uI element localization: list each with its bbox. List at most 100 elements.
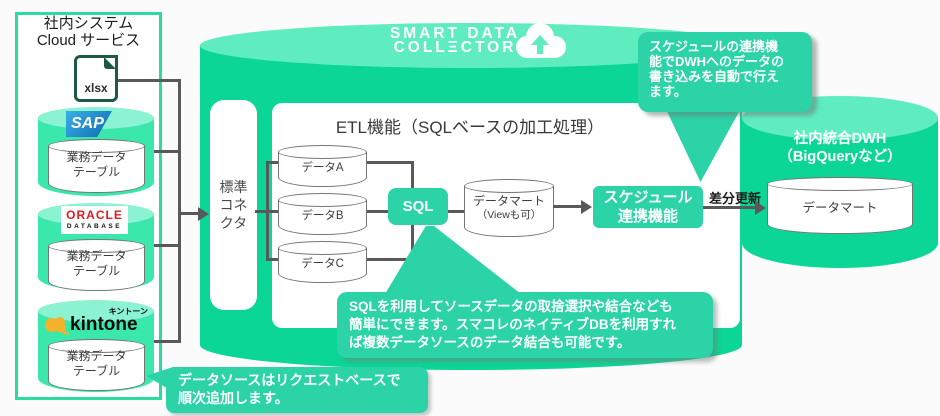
connector-label-line1: 標準	[219, 179, 248, 195]
sap-logo-text: SAP	[71, 115, 104, 132]
sap-connection-line	[150, 150, 180, 153]
callout-schedule-line3: 書き込みを自動で行え	[649, 69, 780, 84]
sap-table-label-line1: 業務データ	[66, 150, 127, 164]
oracle-table-cylinder-top	[48, 239, 145, 253]
callout-sql-line3: ば複数データソースのデータ結合も可能です。	[349, 335, 631, 350]
dwh-datamart-cylinder-shape	[767, 184, 913, 234]
oracle-logo: ORACLE DATABASE	[61, 206, 128, 234]
sql-label: SQL	[402, 198, 434, 215]
source-panel-title: 社内システム Cloud サービス	[15, 15, 162, 49]
flow-line-to-data-c	[266, 258, 282, 261]
feeder-arrow-head	[198, 206, 209, 221]
callout-schedule-line4: ます。	[649, 84, 687, 99]
flow-line-to-data-a	[266, 161, 282, 164]
diff-update-arrow-head	[755, 200, 766, 215]
sap-table-cylinder-top	[48, 139, 145, 153]
schedule-label-line1: スケジュール	[603, 189, 693, 206]
callout-datasource: データソースはリクエストベースで 順次追加します。	[166, 367, 428, 413]
kintone-table-label-line1: 業務データ	[66, 349, 127, 363]
oracle-table-cylinder: 業務データ テーブル	[48, 239, 145, 291]
sap-table-cylinder: 業務データ テーブル	[48, 139, 145, 193]
feeder-arrow-line	[178, 212, 200, 215]
collector-logo: SMART DATA COLLΞCTOR	[370, 25, 540, 56]
schedule-box: スケジュール 連携機能	[593, 186, 703, 228]
flow-line-sql-to-datamart	[447, 210, 465, 213]
data-c-label: データC	[301, 258, 344, 270]
kintone-cylinder-top	[38, 300, 154, 322]
dwh-datamart-cylinder-top	[767, 177, 913, 191]
sap-table-cylinder-shape	[48, 146, 145, 193]
diff-update-line	[703, 206, 757, 209]
source-panel-title-line1: 社内システム	[43, 15, 134, 32]
sql-box: SQL	[388, 188, 448, 225]
oracle-database-text: DATABASE	[66, 223, 123, 230]
etl-datamart-label: データマート （Viewも可）	[464, 194, 554, 222]
dwh-title-line2: （BigQueryなど）	[778, 149, 902, 165]
etl-datamart-cylinder: データマート （Viewも可）	[464, 179, 554, 237]
kintone-connection-line	[148, 340, 180, 343]
schedule-label-line2: 連携機能	[617, 208, 678, 225]
oracle-connection-line	[148, 244, 180, 247]
etl-datamart-label-line2: （Viewも可）	[476, 209, 542, 221]
data-c-cylinder: データC	[278, 241, 367, 283]
connector-label-line3: クタ	[219, 215, 248, 231]
xlsx-connection-line	[117, 79, 180, 82]
dwh-datamart-cylinder: データマート	[767, 177, 913, 234]
diff-update-label: 差分更新	[708, 191, 761, 206]
data-b-cylinder-top	[278, 193, 367, 207]
kintone-table-cylinder: 業務データ テーブル	[48, 339, 145, 391]
cloud-upload-icon	[516, 23, 566, 58]
dwh-datamart-label: データマート	[802, 201, 878, 215]
kintone-table-label-line2: テーブル	[72, 364, 121, 378]
xlsx-file-icon: xlsx	[74, 55, 118, 102]
standard-connector: 標準 コネ クタ	[210, 100, 257, 310]
sap-logo: SAP	[66, 111, 112, 137]
callout-datasource-line2: 順次追加します。	[178, 389, 289, 406]
kintone-table-cylinder-top	[48, 339, 145, 353]
kintone-logo-text: kintone	[70, 314, 138, 335]
kintone-table-label: 業務データ テーブル	[48, 349, 145, 379]
collector-logo-line2: COLLΞCTOR	[393, 39, 517, 56]
callout-sql-line1: SQLを利用してソースデータの取捨選択や結合なども	[349, 299, 673, 314]
callout-sql-line2: 簡単にできます。スマコレのネイティブDBを利用すれ	[349, 317, 677, 332]
sap-table-label-line2: テーブル	[72, 165, 121, 179]
etl-title: ETL機能（SQLベースの加工処理）	[335, 118, 605, 137]
callout-sql-text: SQLを利用してソースデータの取捨選択や結合なども 簡単にできます。スマコレのネ…	[337, 292, 713, 352]
etl-datamart-cylinder-shape	[464, 186, 554, 237]
oracle-table-cylinder-shape	[48, 246, 145, 291]
source-panel-title-line2: Cloud サービス	[36, 32, 141, 49]
callout-datasource-line1: データソースはリクエストベースで	[178, 372, 401, 388]
kintone-table-cylinder-shape	[48, 346, 145, 391]
dwh-title-line1: 社内統合DWH	[793, 131, 887, 147]
connector-label-line2: コネ	[219, 197, 248, 213]
callout-schedule-line1: スケジュールの連携機	[649, 39, 779, 54]
oracle-table-label-line1: 業務データ	[66, 249, 127, 263]
etl-datamart-cylinder-top	[464, 179, 554, 193]
etl-datamart-label-line1: データマート	[472, 194, 545, 208]
data-b-cylinder: データB	[278, 193, 367, 235]
callout-sql: SQLを利用してソースデータの取捨選択や結合なども 簡単にできます。スマコレのネ…	[337, 292, 713, 358]
flow-line-data-a-out	[366, 161, 414, 164]
oracle-logo-text: ORACLE	[66, 208, 123, 222]
callout-datasource-text: データソースはリクエストベースで 順次追加します。	[166, 367, 428, 407]
oracle-table-label: 業務データ テーブル	[48, 249, 145, 279]
dwh-title: 社内統合DWH （BigQueryなど）	[742, 130, 938, 166]
source-bus-line	[178, 79, 181, 343]
sap-table-label: 業務データ テーブル	[48, 150, 145, 180]
kintone-icon	[45, 317, 70, 335]
kintone-logo: kintone キントーン	[44, 306, 150, 338]
data-c-cylinder-top	[278, 241, 367, 255]
xlsx-label: xlsx	[84, 81, 108, 95]
standard-connector-label: 標準 コネ クタ	[220, 178, 248, 232]
data-a-label: データA	[301, 162, 344, 174]
flow-line-left-bus	[266, 161, 269, 261]
collector-logo-line1: SMART DATA	[389, 25, 521, 42]
data-a-cylinder-top	[278, 145, 367, 159]
data-a-cylinder: データA	[278, 145, 367, 187]
datamart-to-schedule-arrow-head	[581, 199, 592, 214]
callout-schedule-line2: 能でDWHへのデータの	[649, 54, 785, 69]
oracle-table-label-line2: テーブル	[72, 264, 121, 278]
callout-schedule: スケジュールの連携機 能でDWHへのデータの 書き込みを自動で行え ます。	[638, 32, 812, 112]
xlsx-fold-corner	[104, 57, 116, 69]
